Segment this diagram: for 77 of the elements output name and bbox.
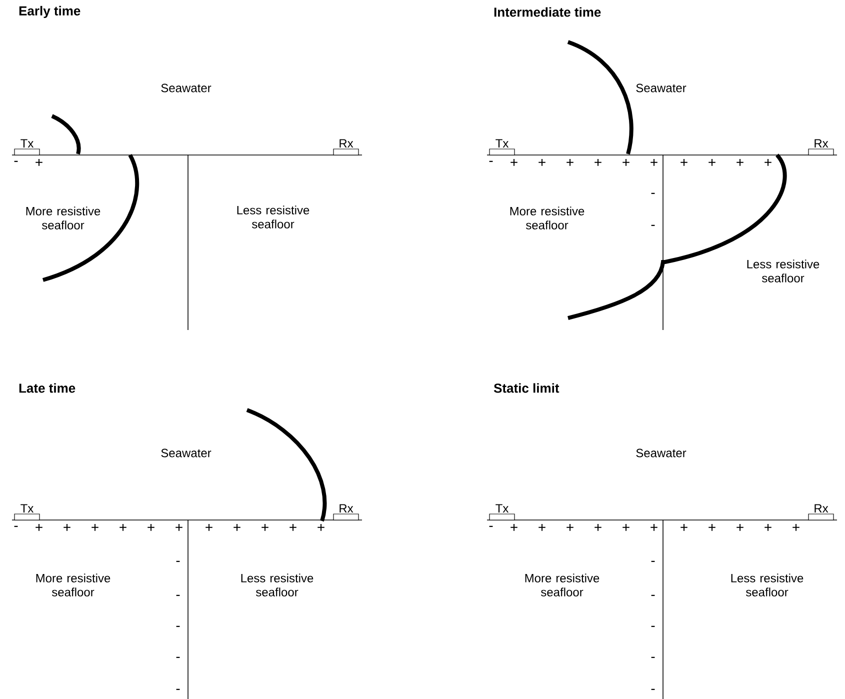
charge-sign: + bbox=[566, 158, 574, 166]
charge-sign: - bbox=[176, 688, 180, 690]
panel-title: Late time bbox=[19, 383, 76, 393]
charge-sign: + bbox=[176, 524, 182, 531]
charge-sign: - bbox=[176, 656, 180, 658]
charge-sign: + bbox=[234, 524, 240, 531]
charge-sign: + bbox=[622, 158, 630, 166]
node-label: Rx bbox=[814, 504, 828, 513]
node-label: Rx bbox=[814, 139, 828, 148]
charge-sign: - bbox=[651, 594, 655, 596]
charge-sign: + bbox=[148, 524, 154, 531]
charge-sign: - bbox=[651, 656, 655, 658]
charge-sign: + bbox=[262, 524, 268, 531]
charge-sign: - bbox=[651, 192, 655, 194]
charge-sign: + bbox=[764, 158, 772, 166]
charge-sign: + bbox=[510, 524, 518, 531]
region-label: More resistive seafloor bbox=[525, 574, 600, 596]
node-label: Tx bbox=[496, 139, 509, 148]
electrode-box: Tx bbox=[14, 139, 40, 156]
electrode-box: Rx bbox=[808, 139, 834, 156]
region-label: Less resistive seafloor bbox=[241, 574, 314, 596]
charge-sign: + bbox=[318, 524, 324, 531]
charge-sign: + bbox=[792, 524, 800, 531]
region-label: Seawater bbox=[636, 448, 686, 458]
region-label: More resistive seafloor bbox=[36, 574, 110, 596]
electrode-box: Tx bbox=[489, 139, 515, 156]
node-label: Tx bbox=[496, 504, 509, 513]
panel-title: Early time bbox=[19, 6, 80, 18]
region-label: More resistive seafloor bbox=[26, 206, 100, 230]
charge-sign: + bbox=[736, 158, 744, 166]
electrode-box: Rx bbox=[808, 504, 834, 520]
charge-sign: + bbox=[64, 524, 70, 531]
region-label: Less resistive seafloor bbox=[237, 206, 310, 228]
charge-sign: + bbox=[594, 158, 602, 166]
charge-sign: - bbox=[651, 626, 655, 627]
electrode-box: Tx bbox=[489, 504, 515, 520]
charge-sign: - bbox=[651, 688, 655, 690]
region-label: Less resistive seafloor bbox=[731, 574, 804, 596]
region-label: Seawater bbox=[636, 84, 686, 92]
charge-sign: - bbox=[176, 560, 180, 562]
charge-sign: + bbox=[206, 524, 212, 531]
charge-sign: + bbox=[510, 158, 518, 166]
node-label: Rx bbox=[340, 139, 354, 148]
electrode-box: Tx bbox=[14, 504, 40, 520]
charge-sign: + bbox=[36, 158, 42, 166]
charge-sign: + bbox=[538, 158, 546, 166]
charge-sign: + bbox=[680, 524, 688, 531]
charge-sign: + bbox=[680, 158, 688, 166]
charge-sign: + bbox=[736, 524, 744, 531]
region-label: Seawater bbox=[161, 448, 212, 458]
electrode-box: Rx bbox=[333, 139, 359, 156]
region-label: Seawater bbox=[161, 84, 212, 92]
charge-sign: + bbox=[566, 524, 574, 531]
region-label: Less resistive seafloor bbox=[747, 260, 820, 282]
charge-sign: + bbox=[764, 524, 772, 531]
charge-sign: + bbox=[120, 524, 126, 531]
charge-sign: - bbox=[651, 560, 655, 562]
node-label: Tx bbox=[20, 139, 34, 148]
node-label: Rx bbox=[340, 504, 354, 513]
charge-sign: - bbox=[176, 594, 180, 596]
charge-sign: + bbox=[708, 524, 716, 531]
charge-sign: + bbox=[708, 158, 716, 166]
charge-sign: + bbox=[650, 524, 658, 531]
panel-title: Intermediate time bbox=[494, 7, 601, 17]
electrode-box: Rx bbox=[333, 504, 359, 520]
region-label: More resistive seafloor bbox=[510, 206, 584, 230]
panel-title: Static limit bbox=[494, 383, 560, 393]
charge-sign: - bbox=[651, 224, 655, 226]
charge-sign: + bbox=[36, 524, 42, 531]
charge-sign: + bbox=[290, 524, 296, 531]
charge-sign: + bbox=[622, 524, 630, 531]
charge-sign: + bbox=[538, 524, 546, 531]
charge-sign: + bbox=[92, 524, 98, 531]
node-label: Tx bbox=[20, 504, 34, 513]
charge-sign: + bbox=[650, 158, 658, 166]
charge-sign: + bbox=[594, 524, 602, 531]
charge-sign: - bbox=[176, 626, 180, 627]
